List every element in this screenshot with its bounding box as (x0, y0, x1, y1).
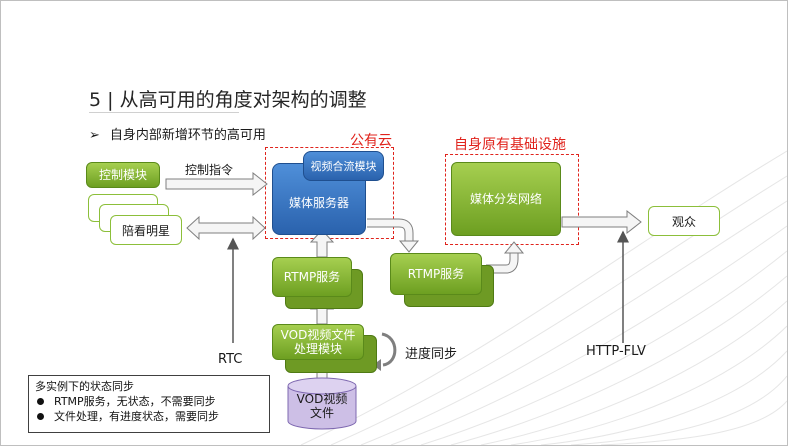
rtmp-up-arrow (309, 229, 335, 258)
title-divider (89, 112, 239, 113)
progress-sync-label: 进度同步 (405, 347, 458, 362)
rtmp-service-1-label: RTMP服务 (283, 270, 341, 284)
companion-star-node: 陪看明星 (110, 215, 182, 245)
media-server-label: 媒体服务器 (288, 196, 349, 210)
state-sync-legend: 多实例下的状态同步 RTMP服务，无状态，不需要同步 文件处理，有进度状态，需要… (28, 375, 270, 433)
legend-title: 多实例下的状态同步 (35, 380, 134, 393)
vod-processing-node: VOD视频文件处理模块 (272, 324, 364, 360)
companion-star-label: 陪看明星 (121, 223, 170, 238)
audience-label: 观众 (671, 214, 696, 229)
cdn-node: 媒体分发网络 (451, 162, 561, 236)
cdn-audience-arrow (561, 209, 642, 235)
rtmp-service-2-label: RTMP服务 (407, 267, 465, 281)
http-flv-label: HTTP-FLV (586, 344, 646, 359)
audience-node: 观众 (648, 206, 720, 236)
media-to-rtmp-arrow (367, 218, 420, 253)
slide-title: 5 | 从高可用的角度对架构的调整 (89, 89, 367, 111)
legend-item: RTMP服务，无状态，不需要同步 (35, 394, 263, 409)
public-cloud-label: 公有云 (350, 133, 392, 149)
bullet-dot-icon (37, 398, 44, 405)
control-module-node: 控制模块 (86, 162, 160, 188)
legend-item-text: RTMP服务，无状态，不需要同步 (54, 395, 216, 408)
bullet-dot-icon (37, 413, 44, 420)
bullet-arrow-icon: ➢ (89, 128, 100, 143)
legend-item: 文件处理，有进度状态，需要同步 (35, 409, 263, 424)
video-merge-module-node: 视频合流模块 (303, 151, 384, 181)
vod-processing-label: VOD视频文件处理模块 (280, 328, 356, 356)
rtc-label: RTC (218, 352, 243, 367)
control-command-label: 控制指令 (185, 163, 234, 177)
star-media-bidirectional-arrow (186, 215, 266, 241)
rtmp-service-1-node: RTMP服务 (272, 257, 352, 297)
own-infra-label: 自身原有基础设施 (454, 137, 566, 153)
control-module-label: 控制模块 (98, 168, 147, 182)
legend-item-text: 文件处理，有进度状态，需要同步 (54, 410, 219, 423)
bullet-text: 自身内部新增环节的高可用 (109, 128, 266, 143)
rtmp-to-cdn-arrow (486, 241, 525, 274)
vod-file-label: VOD视频文件 (296, 392, 348, 420)
rtmp-service-2-node: RTMP服务 (390, 253, 482, 295)
progress-sync-curve (381, 332, 397, 367)
bullet-line: ➢ 自身内部新增环节的高可用 (89, 124, 266, 143)
control-command-arrow (165, 171, 268, 197)
video-merge-module-label: 视频合流模块 (310, 159, 377, 173)
cdn-label: 媒体分发网络 (469, 192, 542, 206)
